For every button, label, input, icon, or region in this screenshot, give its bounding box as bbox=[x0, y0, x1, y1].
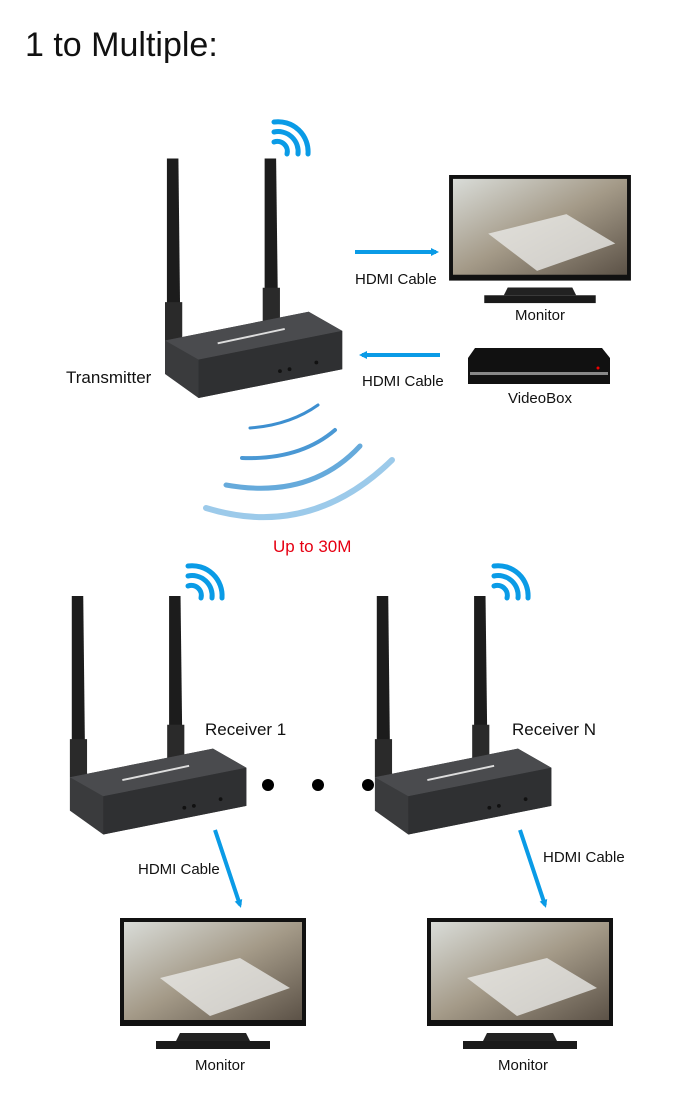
wifi-icon bbox=[274, 122, 308, 154]
monitor-label: Monitor bbox=[515, 307, 566, 324]
receiver-1-device bbox=[68, 596, 248, 836]
receiver-n-device bbox=[373, 596, 553, 836]
range-label: Up to 30M bbox=[273, 537, 352, 556]
wifi-icon bbox=[494, 566, 528, 598]
wifi-icon bbox=[188, 566, 222, 598]
monitor-image bbox=[120, 918, 306, 1049]
arrow-to-monitor-n bbox=[518, 829, 548, 908]
signal-waves bbox=[203, 403, 395, 521]
monitor-label: Monitor bbox=[498, 1057, 549, 1074]
videobox-image bbox=[468, 348, 610, 384]
hdmi-cable-label: HDMI Cable bbox=[543, 849, 625, 866]
ellipsis-dots bbox=[262, 779, 374, 791]
videobox-label: VideoBox bbox=[508, 390, 572, 407]
transmitter-label: Transmitter bbox=[66, 368, 152, 387]
arrow-to-monitor-1 bbox=[213, 829, 243, 908]
hdmi-cable-label: HDMI Cable bbox=[355, 271, 437, 288]
hdmi-cable-label: HDMI Cable bbox=[362, 373, 444, 390]
monitor-label: Monitor bbox=[195, 1057, 246, 1074]
monitor-image bbox=[449, 175, 631, 304]
receiver-n-label: Receiver N bbox=[512, 720, 597, 739]
receiver-1-label: Receiver 1 bbox=[205, 720, 287, 739]
transmitter-device bbox=[165, 158, 344, 399]
page-title: 1 to Multiple: bbox=[25, 26, 218, 64]
hdmi-cable-label: HDMI Cable bbox=[138, 861, 220, 878]
monitor-image bbox=[427, 918, 613, 1049]
